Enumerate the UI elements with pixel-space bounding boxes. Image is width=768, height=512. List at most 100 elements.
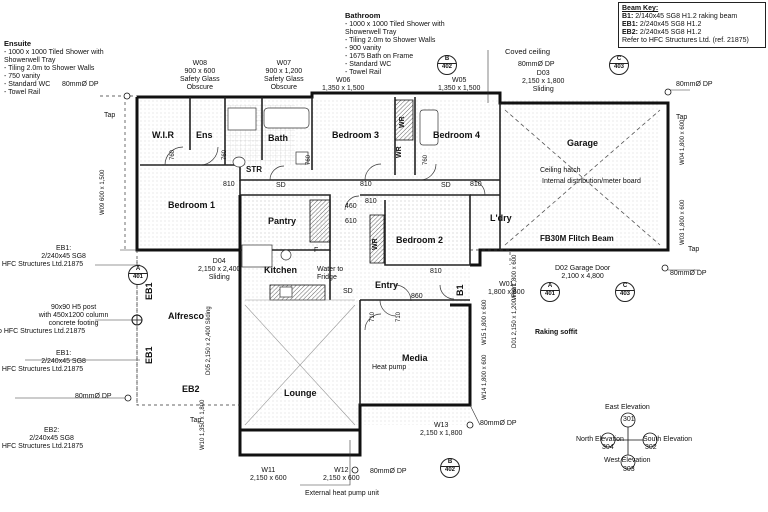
window-w14: W14 1,800 x 600	[482, 354, 488, 400]
window-w04: W04 1,800 x 600	[680, 119, 686, 165]
door-width: 760	[170, 149, 176, 160]
room-alfresco: Alfresco	[168, 311, 205, 321]
door-width: 610	[345, 218, 357, 225]
beam-key-title: Beam Key:	[622, 5, 659, 12]
window-w03: W03 1,800 x 600	[680, 199, 686, 245]
post-symbol	[131, 314, 143, 326]
room-store: STR	[246, 165, 262, 174]
beam-tag-eb1: EB1	[144, 346, 154, 364]
label-raking-soffit: Raking soffit	[535, 329, 578, 336]
door-width: 760	[306, 154, 312, 165]
elevation-east: East Elevation	[605, 404, 650, 411]
note-item: - Standard WC	[4, 81, 51, 88]
elevation-west: West Elevation	[604, 457, 651, 464]
door-d05: D05 2,150 x 2,400 Sliding	[206, 306, 212, 375]
door-width: 710	[370, 311, 376, 322]
door-width: 810	[430, 268, 442, 275]
room-bath: Bath	[268, 133, 288, 143]
door-width: 760	[222, 149, 228, 160]
note-item: - 1000 x 1000 Tiled Shower with	[345, 21, 445, 28]
label-meter-board: Internal distribution/meter board	[542, 178, 641, 185]
note-item: - 900 vanity	[345, 45, 382, 52]
label-tap: Tap	[676, 114, 688, 121]
label-tap: Tap	[688, 246, 700, 253]
label-downpipe: 80mmØ DP	[480, 420, 517, 427]
room-wr-1: WR	[399, 116, 406, 128]
label-downpipe: 80mmØ DP	[62, 81, 99, 88]
note-item: - Towel Rail	[345, 69, 382, 76]
label-external-heat-pump: External heat pump unit	[305, 490, 379, 497]
lounge-ceiling-lines	[244, 299, 356, 426]
note-item: Showerwell Tray	[4, 57, 56, 64]
door-d01: D01 2,150 x 1,200 Front	[512, 283, 518, 348]
beam-key-line: EB2: 2/240x45 SG8 H1.2	[622, 29, 702, 36]
fixtures	[227, 107, 439, 298]
label-ceiling-hatch: Ceiling hatch	[540, 167, 581, 174]
room-bedroom-3: Bedroom 3	[332, 130, 380, 140]
label-tap: Tap	[190, 417, 202, 424]
label-downpipe: 80mmØ DP	[518, 61, 555, 68]
bathroom-spec-note: Bathroom - 1000 x 1000 Tiled Shower with…	[345, 12, 445, 77]
beam-tag-eb2: EB2	[182, 384, 200, 394]
label-tap: Tap	[104, 112, 116, 119]
door-width: 810	[360, 181, 372, 188]
room-wir: W.I.R	[152, 130, 174, 140]
window-w09: W09 600 x 1,500	[100, 169, 106, 215]
label-downpipe: 80mmØ DP	[75, 393, 112, 400]
label-downpipe: 80mmØ DP	[676, 81, 713, 88]
smoke-detector: SD	[276, 182, 286, 189]
door-width: 810	[470, 181, 482, 188]
label-downpipe: 80mmØ DP	[670, 270, 707, 277]
room-bedroom-2: Bedroom 2	[396, 235, 444, 245]
room-wr-3: WR	[372, 238, 379, 250]
smoke-detector: SD	[343, 288, 353, 295]
beam-key-line: EB1: 2/240x45 SG8 H1.2	[622, 21, 702, 28]
downpipes	[123, 88, 672, 474]
note-item: - Towel Rail	[4, 89, 41, 96]
room-laundry: L'dry	[490, 213, 512, 223]
door-width: 710	[396, 311, 402, 322]
note-item: - 1000 x 1000 Tiled Shower with	[4, 49, 104, 56]
note-item: Showerwell Tray	[345, 29, 397, 36]
label-downpipe: 80mmØ DP	[370, 468, 407, 475]
room-ensuite: Ens	[196, 130, 213, 140]
note-item: - Tiling 2.0m to Shower Walls	[4, 65, 95, 72]
note-item: - Tiling 2.0m to Shower Walls	[345, 37, 436, 44]
room-garage: Garage	[567, 138, 599, 148]
beam-key-note: Refer to HFC Structures Ltd. (ref. 21875…	[622, 37, 749, 44]
room-bedroom-1: Bedroom 1	[168, 200, 216, 210]
note-item: - 750 vanity	[4, 73, 41, 80]
door-width: 810	[365, 198, 377, 205]
ensuite-note-title: Ensuite	[4, 39, 32, 48]
label-flitch-beam: FB30M Flitch Beam	[540, 234, 614, 243]
beam-tag-b1: B1	[455, 284, 465, 296]
elevation-number: 303	[623, 466, 635, 473]
smoke-detector: SD	[441, 182, 451, 189]
door-width: 460	[345, 203, 357, 210]
room-entry: Entry	[375, 280, 399, 290]
note-item: - 1675 Bath on Frame	[345, 53, 414, 60]
room-media: Media	[402, 353, 428, 363]
beam-key-line: B1: 2/140x45 SG8 H1.2 raking beam	[622, 13, 738, 20]
window-w15: W15 1,800 x 600	[482, 299, 488, 345]
door-width: 810	[223, 181, 235, 188]
room-kitchen: Kitchen	[264, 265, 298, 275]
beam-key-box: Beam Key: B1: 2/140x45 SG8 H1.2 raking b…	[618, 2, 766, 48]
garage-dashed	[504, 109, 661, 246]
